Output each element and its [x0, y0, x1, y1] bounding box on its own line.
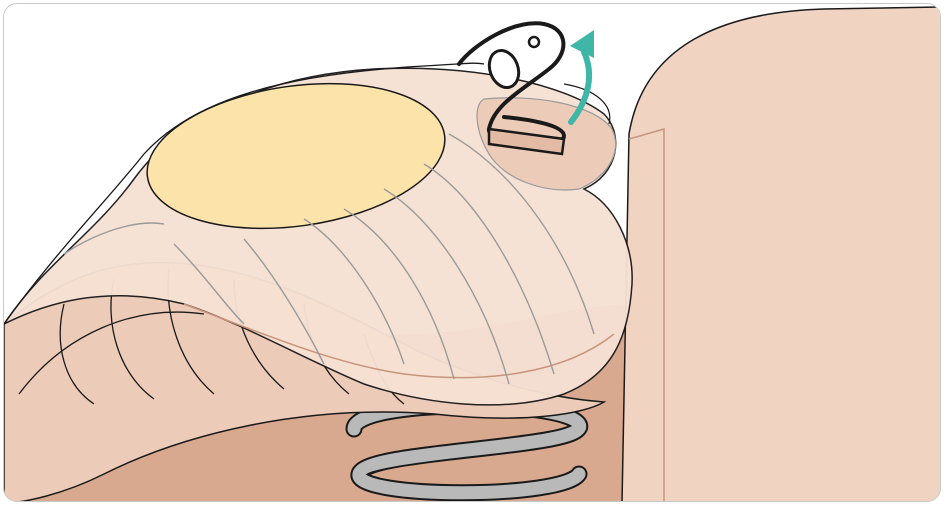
- illustration-canvas: [4, 4, 941, 502]
- right-panel: [622, 7, 941, 502]
- illustration-frame: [3, 3, 941, 502]
